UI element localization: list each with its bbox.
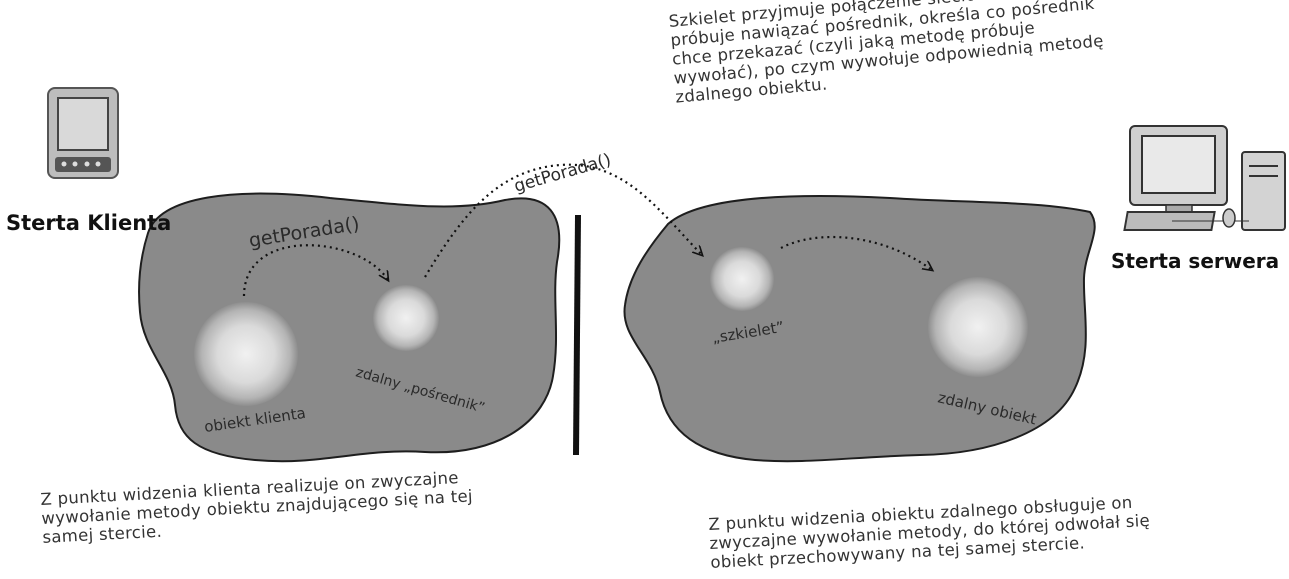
- remote-object-sphere: [928, 277, 1028, 377]
- proxy-sphere: [373, 285, 439, 351]
- server-heap-title: Sterta serwera: [1111, 249, 1279, 273]
- pda-icon: [48, 88, 118, 178]
- client-object-sphere: [194, 302, 298, 406]
- desktop-computer-icon: [1124, 126, 1285, 230]
- skeleton-sphere: [710, 247, 774, 311]
- network-call-label: getPorada(): [512, 150, 613, 197]
- network-divider: [576, 215, 578, 455]
- client-heap-title: Sterta Klienta: [6, 211, 171, 235]
